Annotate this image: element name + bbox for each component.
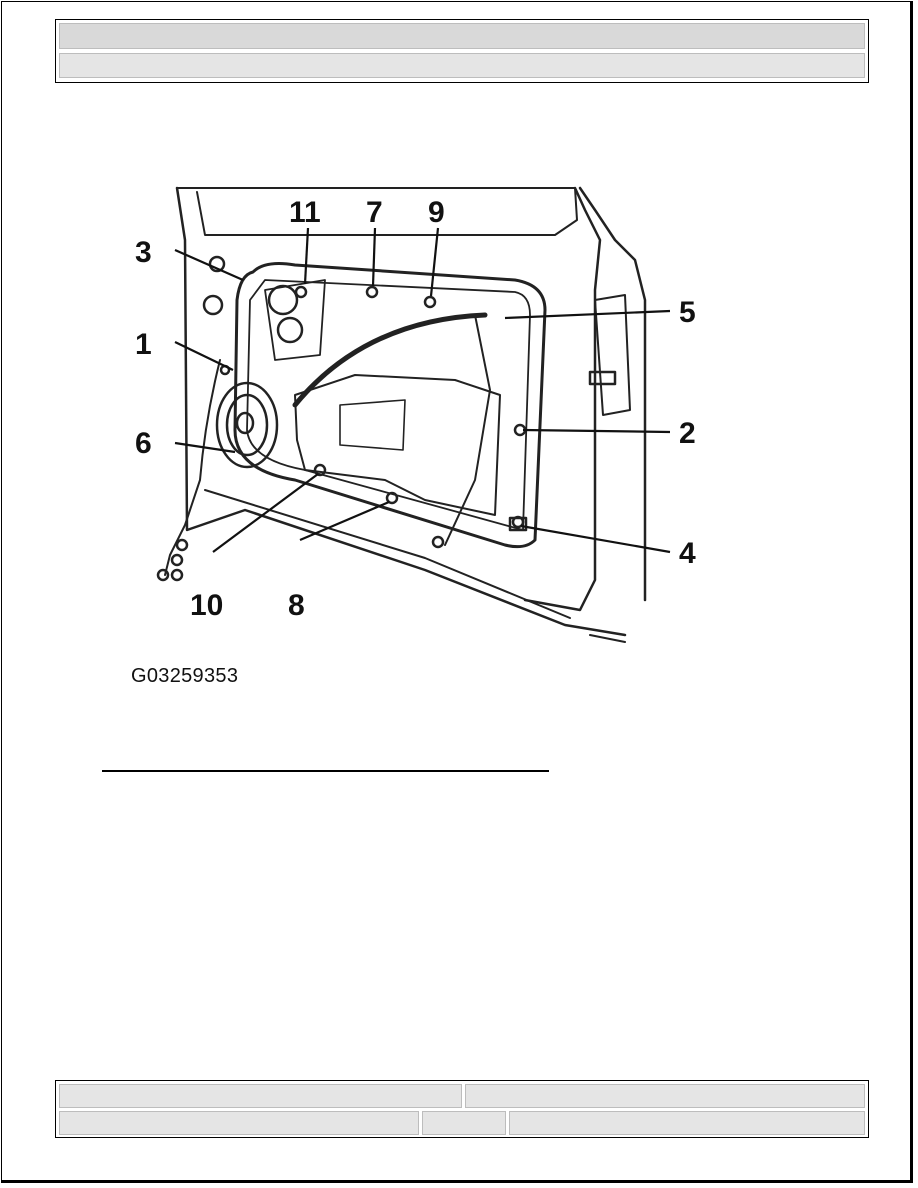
- footer-table: [55, 1080, 869, 1138]
- footer-cell-top-left: [59, 1084, 462, 1108]
- callout-8: 8: [288, 589, 305, 622]
- leader-9: [429, 227, 440, 297]
- callout-4: 4: [679, 537, 696, 570]
- callout-3: 3: [135, 236, 152, 269]
- leader-8: [299, 500, 390, 542]
- callout-1: 1: [135, 328, 152, 361]
- footer-cell-bottom-middle: [422, 1111, 506, 1135]
- door-panel-drawing: 3 1 6 11 7 9 5 2 4 10 8: [135, 186, 696, 643]
- leader-2: [522, 428, 671, 434]
- footer-cell-top-right: [465, 1084, 865, 1108]
- leader-10: [212, 473, 319, 553]
- callout-9: 9: [428, 196, 445, 229]
- section-divider: [102, 770, 549, 772]
- leader-3: [174, 248, 244, 282]
- footer-cell-bottom-right: [509, 1111, 865, 1135]
- leader-11: [303, 227, 310, 285]
- leader-7: [371, 227, 377, 287]
- callout-5: 5: [679, 296, 696, 329]
- callout-10: 10: [190, 589, 223, 622]
- callout-2: 2: [679, 417, 696, 450]
- leader-1: [174, 341, 234, 371]
- header-table: [55, 19, 869, 83]
- callout-6: 6: [135, 427, 152, 460]
- leader-4: [520, 524, 671, 554]
- header-subtitle-cell: [59, 53, 865, 78]
- header-title-cell: [59, 23, 865, 49]
- footer-cell-bottom-left: [59, 1111, 419, 1135]
- door-panel-illustration: 3 1 6 11 7 9 5 2 4 10 8: [125, 180, 710, 655]
- callout-11: 11: [289, 196, 321, 229]
- leader-6: [174, 441, 236, 454]
- callout-7: 7: [366, 196, 383, 229]
- figure-code: G03259353: [131, 665, 239, 687]
- leader-5: [504, 309, 671, 320]
